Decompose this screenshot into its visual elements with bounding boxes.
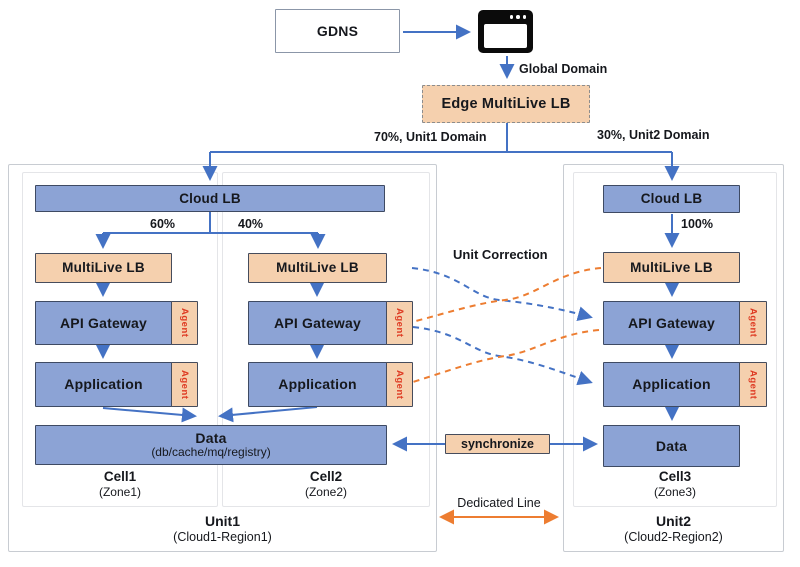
agent-label: Agent <box>179 308 190 338</box>
agent-label: Agent <box>747 308 759 338</box>
unit1-data-label: Data <box>195 430 227 447</box>
unit2-api-gateway-box: API Gateway <box>603 301 740 345</box>
browser-dots-icon <box>509 15 526 19</box>
dedicated-line-label: Dedicated Line <box>457 496 541 510</box>
cell1-application-box: Application <box>35 362 172 407</box>
cell1-multilive-lb-label: MultiLive LB <box>62 260 145 276</box>
cell1-caption: Cell1 (Zone1) <box>22 469 218 499</box>
browser-screen <box>484 24 527 48</box>
unit2-caption: Unit2 (Cloud2-Region2) <box>563 513 784 544</box>
cell3-caption: Cell3 (Zone3) <box>573 469 777 499</box>
cell1-api-gateway-box: API Gateway <box>35 301 172 345</box>
agent-label: Agent <box>179 369 190 400</box>
unit2-application-box: Application <box>603 362 740 407</box>
unit2-region: (Cloud2-Region2) <box>624 530 723 544</box>
unit1-caption: Unit1 (Cloud1-Region1) <box>8 513 437 544</box>
agent-label: Agent <box>394 369 405 400</box>
unit2-multilive-lb-box: MultiLive LB <box>603 252 740 283</box>
edge-multilive-lb-label: Edge MultiLive LB <box>441 95 571 112</box>
agent-label: Agent <box>747 369 759 400</box>
cell1-api-agent-tab: Agent <box>171 301 198 345</box>
browser-icon <box>478 10 533 53</box>
cell1-app-agent-tab: Agent <box>171 362 198 407</box>
unit2-app-agent-tab: Agent <box>739 362 767 407</box>
unit2-cloud-lb-box: Cloud LB <box>603 185 740 213</box>
unit1-data-sub-label: (db/cache/mq/registry) <box>151 445 271 460</box>
unit1-cloud-lb-label: Cloud LB <box>179 190 241 206</box>
cell2-api-agent-tab: Agent <box>386 301 413 345</box>
cell2-application-box: Application <box>248 362 387 407</box>
cell2-app-agent-tab: Agent <box>386 362 413 407</box>
split-60-label: 60% <box>150 217 176 231</box>
branch-30-label: 30%, Unit2 Domain <box>597 128 710 142</box>
unit-correction-label: Unit Correction <box>453 247 548 262</box>
edge-multilive-lb-box: Edge MultiLive LB <box>422 85 590 123</box>
cell1-api-gateway-label: API Gateway <box>59 314 147 331</box>
cell2-multilive-lb-box: MultiLive LB <box>248 253 387 283</box>
unit1-region: (Cloud1-Region1) <box>173 530 272 544</box>
unit1-data-box: Data (db/cache/mq/registry) <box>35 425 387 465</box>
cell2-multilive-lb-label: MultiLive LB <box>276 260 359 276</box>
cell2-name: Cell2 <box>309 469 343 484</box>
unit2-multilive-lb-label: MultiLive LB <box>630 259 713 275</box>
cell2-application-label: Application <box>278 376 357 393</box>
global-domain-label: Global Domain <box>519 62 608 76</box>
cell3-zone: (Zone3) <box>653 485 697 499</box>
branch-70-label: 70%, Unit1 Domain <box>374 130 487 144</box>
unit2-data-label: Data <box>655 437 688 454</box>
unit2-api-gateway-label: API Gateway <box>627 314 715 331</box>
cell2-api-gateway-label: API Gateway <box>273 314 361 331</box>
split-100-label: 100% <box>681 217 713 231</box>
agent-label: Agent <box>394 308 405 338</box>
unit2-data-box: Data <box>603 425 740 467</box>
gdns-box: GDNS <box>275 9 400 53</box>
unit1-name: Unit1 <box>205 513 240 529</box>
split-40-label: 40% <box>238 217 264 231</box>
cell2-zone: (Zone2) <box>304 485 348 499</box>
synchronize-box: synchronize <box>445 434 550 454</box>
unit2-api-agent-tab: Agent <box>739 301 767 345</box>
cell2-api-gateway-box: API Gateway <box>248 301 387 345</box>
unit2-cloud-lb-label: Cloud LB <box>640 191 703 207</box>
gdns-label: GDNS <box>316 22 359 39</box>
cell1-zone: (Zone1) <box>98 485 142 499</box>
unit2-application-label: Application <box>632 376 711 393</box>
cell1-multilive-lb-box: MultiLive LB <box>35 253 172 283</box>
cell2-caption: Cell2 (Zone2) <box>222 469 430 499</box>
synchronize-label: synchronize <box>461 436 534 451</box>
cell3-name: Cell3 <box>658 469 692 484</box>
unit1-cloud-lb-box: Cloud LB <box>35 185 385 212</box>
cell1-name: Cell1 <box>103 469 137 484</box>
cell1-application-label: Application <box>64 376 143 393</box>
unit2-name: Unit2 <box>656 513 691 529</box>
